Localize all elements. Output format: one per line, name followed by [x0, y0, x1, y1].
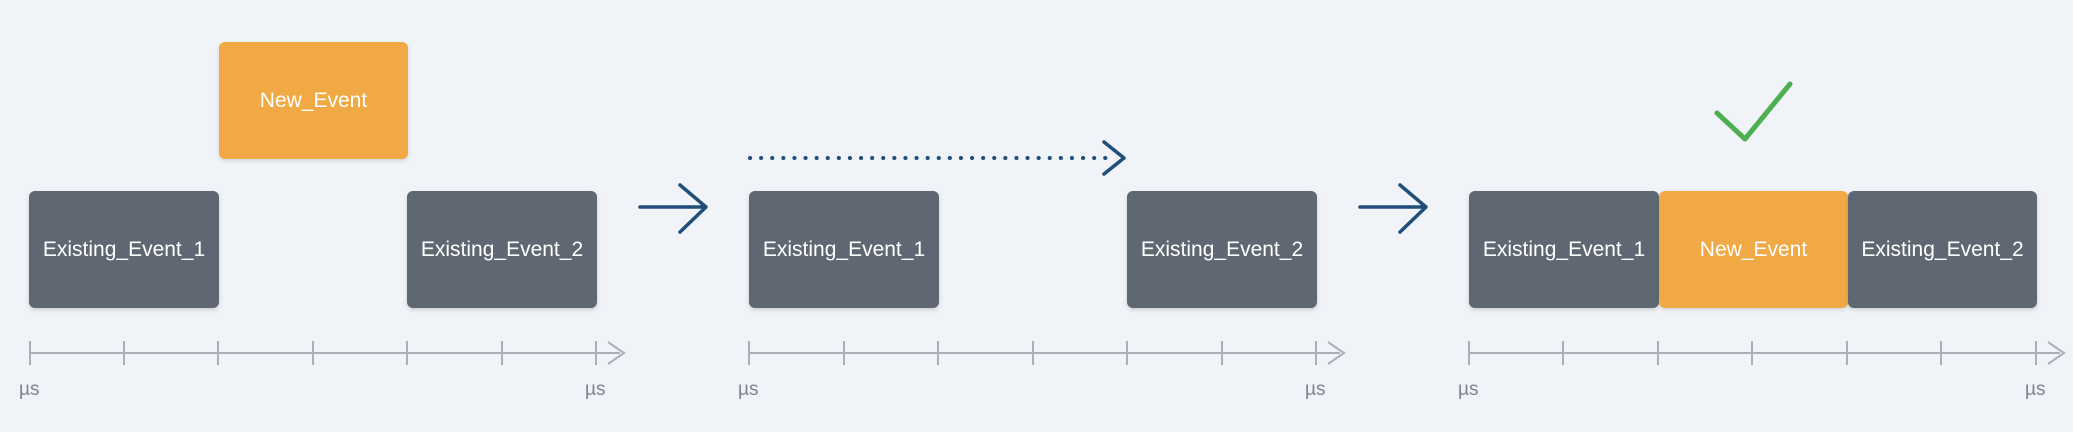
existing-event-1-box: Existing_Event_1: [749, 191, 939, 308]
new-event-box: New_Event: [1659, 191, 1848, 308]
existing-event-1-box: Existing_Event_1: [29, 191, 219, 308]
axis-start-unit: µs: [19, 379, 40, 400]
timeline-axis-panel-2: [748, 341, 1346, 365]
axis-start-unit: µs: [738, 379, 759, 400]
new-event-box: New_Event: [219, 42, 408, 159]
axis-end-unit: µs: [585, 379, 606, 400]
timeline-axis-panel-1: [29, 341, 626, 365]
axis-end-unit: µs: [1305, 379, 1326, 400]
existing-event-1-box: Existing_Event_1: [1469, 191, 1659, 308]
arrow-right-icon: [638, 183, 708, 234]
timeline-axis-panel-3: [1468, 341, 2066, 365]
axis-end-unit: µs: [2025, 379, 2046, 400]
arrow-right-icon: [1358, 183, 1428, 234]
existing-event-2-box: Existing_Event_2: [1127, 191, 1317, 308]
check-icon: [1714, 81, 1793, 142]
existing-event-2-box: Existing_Event_2: [407, 191, 597, 308]
axis-start-unit: µs: [1458, 379, 1479, 400]
dotted-arrow-right: [748, 140, 1126, 176]
existing-event-2-box: Existing_Event_2: [1848, 191, 2037, 308]
